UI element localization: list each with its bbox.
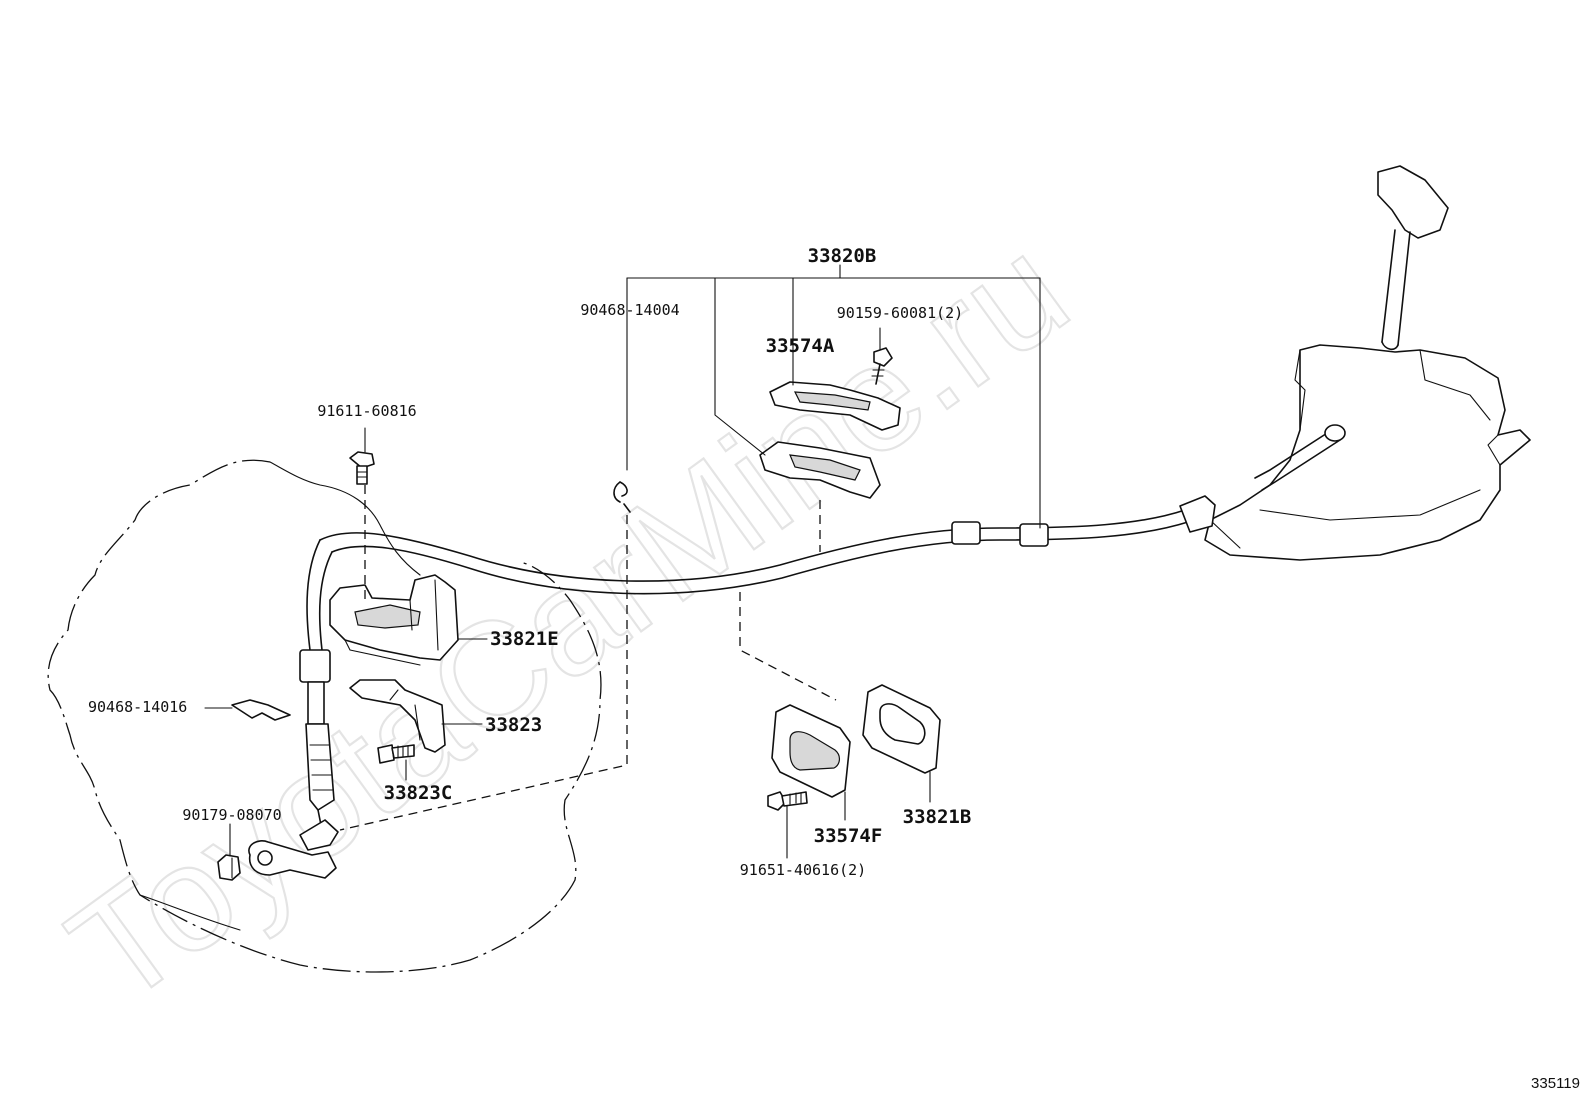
label-91651-40616: 91651-40616(2) — [740, 861, 866, 879]
label-90468-14016: 90468-14016 — [88, 698, 187, 716]
shift-lever-assembly — [1204, 165, 1531, 561]
label-33574a: 33574A — [766, 335, 835, 357]
watermark: ToyotaCarMine.ru — [39, 203, 1098, 1037]
part-number-labels: 33820B 90468-14004 90159-60081(2) 33574A… — [88, 245, 971, 879]
label-91611-60816: 91611-60816 — [317, 402, 416, 420]
label-90159-60081: 90159-60081(2) — [837, 304, 963, 322]
bracket-33823 — [349, 679, 446, 753]
label-33823: 33823 — [485, 714, 542, 736]
phantom-lines — [339, 485, 837, 831]
label-33821e: 33821E — [490, 628, 559, 650]
retainer-33574a — [759, 381, 901, 499]
control-shaft-lever — [248, 840, 337, 879]
label-90179-08070: 90179-08070 — [182, 806, 281, 824]
bracket-33821e — [329, 574, 459, 666]
bolt-90159-60081 — [871, 347, 893, 385]
label-90468-14004: 90468-14004 — [580, 301, 679, 319]
label-33820b: 33820B — [808, 245, 877, 267]
transmission-housing — [47, 459, 602, 973]
label-33821b: 33821B — [903, 806, 972, 828]
bolt-91651-40616 — [767, 791, 808, 811]
grommet-33574f — [771, 704, 851, 798]
leader-lines — [204, 264, 1041, 859]
plate-33821b — [862, 684, 941, 774]
clip-90468-14016 — [231, 699, 291, 721]
watermark-text: ToyotaCarMine.ru — [40, 204, 1096, 1036]
figure-number: 335119 — [1531, 1075, 1580, 1092]
bolt-33823c — [377, 744, 415, 764]
clip-90468-14004 — [613, 481, 631, 513]
bolt-91611-60816 — [349, 451, 375, 485]
nut-90179-08070 — [217, 854, 241, 881]
label-33823c: 33823C — [384, 782, 453, 804]
shift-cable — [299, 495, 1216, 851]
label-33574f: 33574F — [814, 825, 883, 847]
